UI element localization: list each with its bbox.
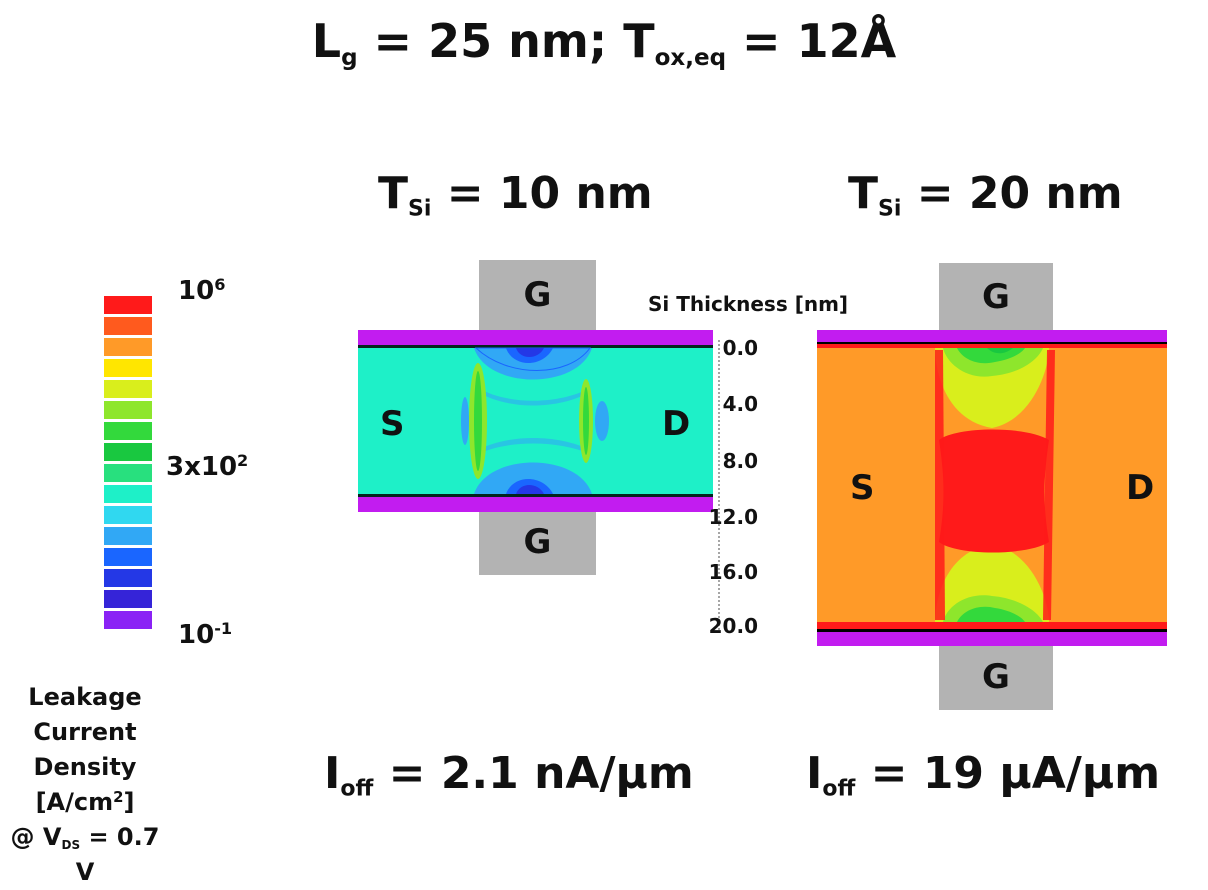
legend-caption: Leakage Current Density [A/cm2] @ VDS = … bbox=[10, 683, 160, 886]
legend-swatch-7 bbox=[104, 443, 152, 461]
legend-swatch-0 bbox=[104, 296, 152, 314]
main-title: Lg = 25 nm; Tox,eq = 12Å bbox=[311, 14, 897, 72]
legend-swatch-2 bbox=[104, 338, 152, 356]
legend-max-label: 106 bbox=[178, 275, 226, 306]
legend-swatch-9 bbox=[104, 485, 152, 503]
right-top-gate: G bbox=[939, 263, 1053, 330]
left-top-gate: G bbox=[479, 260, 596, 330]
legend-swatch-14 bbox=[104, 590, 152, 608]
legend-swatch-15 bbox=[104, 611, 152, 629]
legend-swatch-8 bbox=[104, 464, 152, 482]
legend-swatch-6 bbox=[104, 422, 152, 440]
legend-swatch-5 bbox=[104, 401, 152, 419]
right-ioff-label: Ioff = 19 μA/μm bbox=[806, 748, 1161, 802]
legend-swatch-3 bbox=[104, 359, 152, 377]
left-bottom-gate: G bbox=[479, 508, 596, 575]
thickness-axis: 0.0 4.0 8.0 12.0 16.0 20.0 bbox=[700, 332, 758, 642]
legend-colorbar bbox=[104, 296, 152, 632]
left-drain-label: D bbox=[662, 404, 691, 444]
right-device-heading: TSi = 20 nm bbox=[848, 168, 1123, 222]
left-device-contour bbox=[358, 330, 713, 512]
left-top-oxide bbox=[358, 330, 713, 345]
left-bottom-oxide bbox=[358, 497, 713, 512]
thickness-tick-4: 4.0 bbox=[722, 392, 758, 416]
thickness-tick-0: 0.0 bbox=[722, 336, 758, 360]
thickness-axis-title: Si Thickness [nm] bbox=[648, 292, 849, 316]
legend-min-label: 10-1 bbox=[178, 619, 233, 650]
right-bottom-gate: G bbox=[939, 644, 1053, 710]
legend-mid-label: 3x102 bbox=[166, 451, 249, 482]
thickness-tick-16: 16.0 bbox=[708, 560, 758, 584]
legend-swatch-4 bbox=[104, 380, 152, 398]
right-device-contour bbox=[817, 330, 1167, 646]
right-drain-label: D bbox=[1126, 468, 1155, 508]
legend-swatch-10 bbox=[104, 506, 152, 524]
thickness-tick-12: 12.0 bbox=[708, 505, 758, 529]
legend-swatch-12 bbox=[104, 548, 152, 566]
left-source-label: S bbox=[380, 404, 405, 444]
right-top-oxide bbox=[817, 330, 1167, 342]
legend-swatch-11 bbox=[104, 527, 152, 545]
left-ioff-label: Ioff = 2.1 nA/μm bbox=[324, 748, 694, 802]
legend-swatch-1 bbox=[104, 317, 152, 335]
right-source-label: S bbox=[850, 468, 875, 508]
thickness-axis-line bbox=[718, 340, 720, 632]
thickness-tick-20: 20.0 bbox=[708, 614, 758, 638]
right-bottom-oxide bbox=[817, 632, 1167, 646]
left-device-heading: TSi = 10 nm bbox=[378, 168, 653, 222]
thickness-tick-8: 8.0 bbox=[722, 449, 758, 473]
legend-swatch-13 bbox=[104, 569, 152, 587]
